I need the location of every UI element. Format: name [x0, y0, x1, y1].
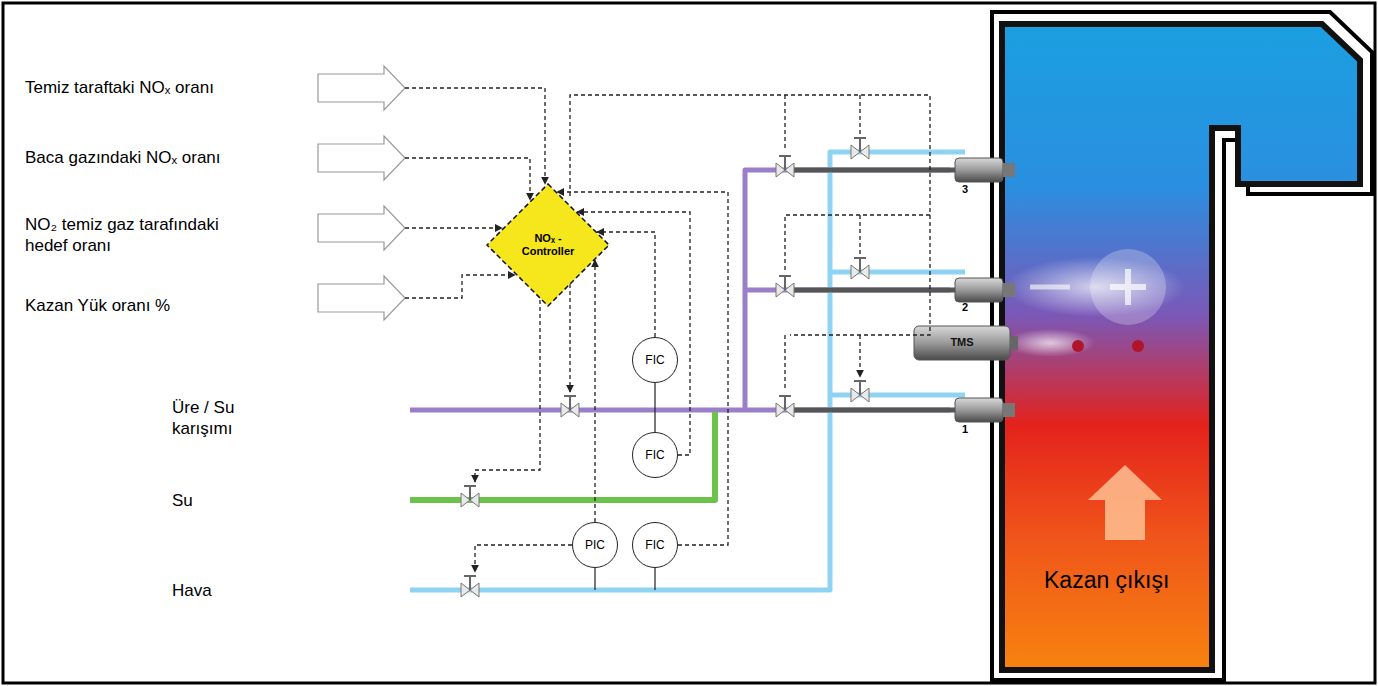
input-arrow	[318, 206, 405, 250]
callout-number: 3	[962, 183, 968, 197]
node-text: FIC	[645, 538, 664, 552]
tms-sensor: TMS	[914, 326, 1010, 360]
signal-line	[405, 275, 515, 298]
node-text: PIC	[585, 538, 605, 552]
input-label: Kazan Yük oranı %	[25, 295, 315, 316]
control-valve	[776, 276, 794, 297]
spray-arrow	[1030, 285, 1070, 290]
callout-number: 2	[962, 301, 968, 315]
input-label: NO₂ temiz gaz tarafındaki hedef oranı	[25, 214, 265, 257]
injection-lance	[955, 398, 1003, 422]
spray-cross	[1110, 269, 1146, 305]
control-valve	[461, 486, 479, 507]
signal-line	[475, 545, 572, 572]
control-valve	[851, 381, 869, 402]
injection-lance	[955, 278, 1003, 302]
input-label: Baca gazındaki NOₓ oranı	[25, 147, 315, 168]
instrument-circle: FIC	[632, 522, 678, 568]
flow-arrow	[1088, 465, 1162, 540]
signal-line	[570, 95, 930, 335]
control-valve	[851, 258, 869, 279]
lance-nozzle	[1003, 163, 1015, 177]
lance-nozzle	[1003, 283, 1015, 297]
water-pipe	[410, 412, 715, 500]
signal-line	[475, 265, 540, 482]
node-text: FIC	[645, 353, 664, 367]
injection-lance	[955, 158, 1003, 182]
input-arrow	[318, 276, 405, 320]
tms-beam	[1005, 329, 1095, 357]
control-valve	[776, 156, 794, 177]
input-arrow	[318, 136, 405, 180]
input-label: Temiz taraftaki NOₓ oranı	[25, 77, 315, 98]
signal-line	[405, 158, 530, 200]
input-label: Üre / Su karışımı	[172, 397, 284, 440]
frame	[3, 3, 1375, 683]
signal-connector	[594, 260, 595, 522]
node-text: NOₓ - Controller	[512, 232, 584, 258]
instrument-circle: FIC	[632, 337, 678, 383]
boiler-interior	[1002, 24, 1360, 670]
instrument-circle: FIC	[632, 432, 678, 478]
tms-tip	[1010, 336, 1018, 350]
control-valve	[851, 138, 869, 159]
control-valve	[561, 396, 579, 417]
callout-number: 1	[962, 423, 968, 437]
signal-line	[405, 227, 502, 228]
signal-line	[569, 284, 570, 392]
tms-body	[914, 326, 1010, 360]
tms-point	[1072, 340, 1084, 352]
input-arrow	[318, 66, 405, 110]
node-text: TMS	[950, 336, 973, 349]
controller-diamond: NOₓ - Controller	[486, 183, 610, 307]
control-valve	[776, 396, 794, 417]
tms-point	[1132, 340, 1144, 352]
input-label: Hava	[172, 580, 284, 601]
signal-line	[785, 95, 930, 390]
instrument-circle: PIC	[572, 522, 618, 568]
air-pipe	[410, 152, 965, 590]
lance-pipe	[790, 170, 955, 410]
lance-nozzle	[1003, 403, 1015, 417]
node-text: FIC	[645, 448, 664, 462]
region-label: Kazan çıkışı	[1044, 566, 1169, 595]
signal-line	[405, 88, 545, 184]
input-label: Su	[172, 490, 284, 511]
boiler-wall	[992, 12, 1372, 680]
spray-plume	[1090, 249, 1166, 325]
control-valve	[461, 576, 479, 597]
